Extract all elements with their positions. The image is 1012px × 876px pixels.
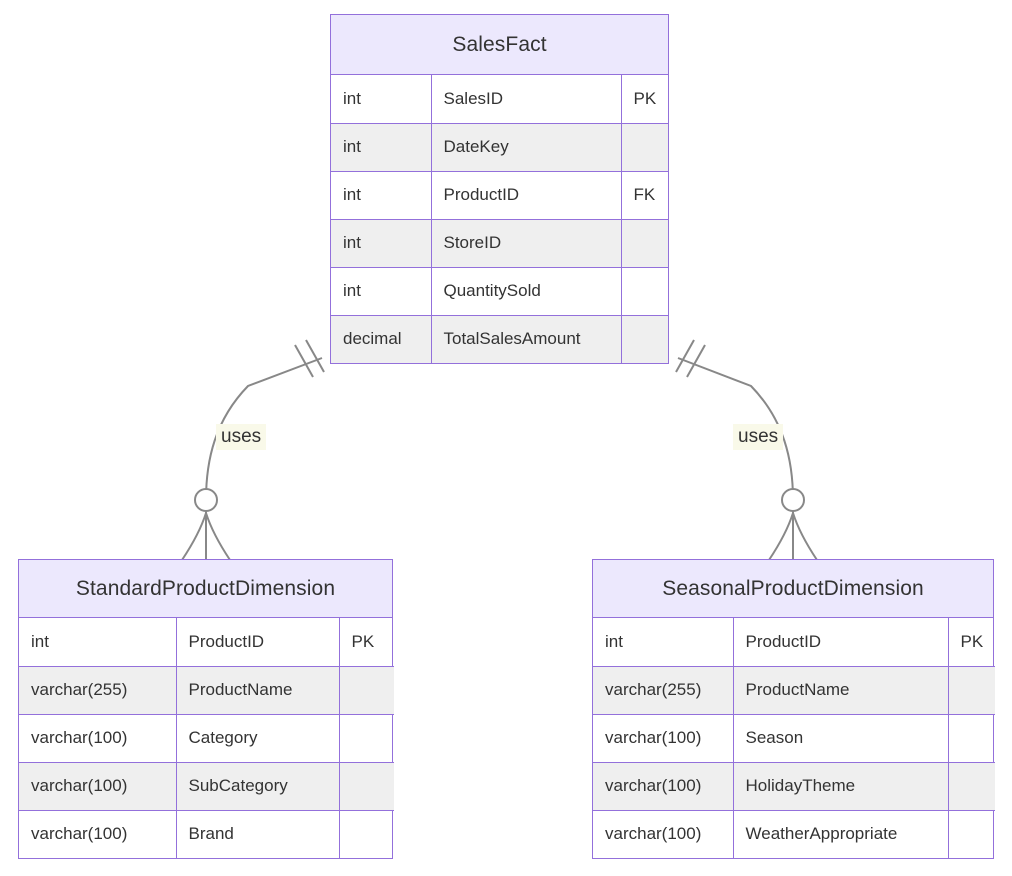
attribute-type: int bbox=[331, 171, 432, 220]
attribute-key bbox=[620, 219, 668, 268]
cardinality-zero-circle-right bbox=[781, 488, 805, 512]
attribute-type: int bbox=[331, 75, 432, 124]
attribute-name: StoreID bbox=[430, 219, 622, 268]
attribute-name: SubCategory bbox=[175, 762, 340, 811]
crowsfoot-left-prong-left bbox=[181, 512, 207, 561]
entity-title-seasonal-product-dimension: SeasonalProductDimension bbox=[593, 560, 993, 618]
attribute-type: varchar(100) bbox=[593, 762, 734, 811]
attribute-type: varchar(100) bbox=[593, 714, 734, 763]
crowsfoot-right-prong-right bbox=[792, 512, 818, 561]
attribute-type: int bbox=[19, 618, 177, 667]
cardinality-one-tick-b-left bbox=[305, 339, 325, 373]
attribute-key bbox=[338, 762, 394, 811]
attribute-type: varchar(100) bbox=[19, 714, 177, 763]
attribute-key bbox=[947, 666, 995, 715]
attribute-name: Brand bbox=[175, 810, 340, 858]
attribute-name: ProductID bbox=[430, 171, 622, 220]
crowsfoot-left-prong-right bbox=[768, 512, 794, 561]
cardinality-one-tick-a-left bbox=[294, 344, 314, 378]
attribute-name: QuantitySold bbox=[430, 267, 622, 316]
attribute-name: ProductName bbox=[732, 666, 949, 715]
attribute-key bbox=[338, 714, 394, 763]
attribute-row: varchar(100)SubCategory bbox=[19, 762, 394, 811]
attribute-name: WeatherAppropriate bbox=[732, 810, 949, 858]
attribute-row: varchar(255)ProductName bbox=[593, 666, 995, 715]
attribute-key bbox=[620, 315, 668, 363]
attribute-name: ProductID bbox=[732, 618, 949, 667]
attribute-type: varchar(255) bbox=[19, 666, 177, 715]
attribute-row: varchar(255)ProductName bbox=[19, 666, 394, 715]
attribute-key bbox=[338, 666, 394, 715]
cardinality-zero-circle-left bbox=[194, 488, 218, 512]
relationship-sales-to-standard[interactable] bbox=[181, 339, 325, 561]
attribute-name: Season bbox=[732, 714, 949, 763]
cardinality-one-tick-b-right bbox=[675, 339, 695, 373]
attribute-type: int bbox=[593, 618, 734, 667]
attribute-key: PK bbox=[947, 618, 995, 667]
attribute-name: TotalSalesAmount bbox=[430, 315, 622, 363]
relationship-label-sales-to-standard: uses bbox=[216, 424, 267, 450]
attribute-type: varchar(100) bbox=[19, 810, 177, 858]
relationship-label-sales-to-seasonal: uses bbox=[733, 424, 784, 450]
attribute-name: ProductID bbox=[175, 618, 340, 667]
attribute-row: varchar(100)Season bbox=[593, 714, 995, 763]
attribute-key: PK bbox=[338, 618, 394, 667]
attribute-type: int bbox=[331, 267, 432, 316]
attribute-key bbox=[338, 810, 394, 858]
attribute-name: SalesID bbox=[430, 75, 622, 124]
attribute-row: varchar(100)WeatherAppropriate bbox=[593, 810, 995, 858]
relationship-sales-to-seasonal[interactable] bbox=[675, 339, 818, 561]
attribute-name: Category bbox=[175, 714, 340, 763]
attribute-row: varchar(100)HolidayTheme bbox=[593, 762, 995, 811]
attribute-key: FK bbox=[620, 171, 668, 220]
attribute-key bbox=[947, 810, 995, 858]
attribute-type: varchar(100) bbox=[19, 762, 177, 811]
attribute-row: varchar(100)Category bbox=[19, 714, 394, 763]
attribute-key bbox=[620, 123, 668, 172]
attribute-type: int bbox=[331, 219, 432, 268]
attribute-type: varchar(255) bbox=[593, 666, 734, 715]
attribute-key: PK bbox=[620, 75, 668, 124]
entity-title-standard-product-dimension: StandardProductDimension bbox=[19, 560, 392, 618]
cardinality-one-tick-a-right bbox=[686, 344, 706, 378]
attribute-name: DateKey bbox=[430, 123, 622, 172]
attribute-key bbox=[620, 267, 668, 316]
attribute-name: HolidayTheme bbox=[732, 762, 949, 811]
attribute-name: ProductName bbox=[175, 666, 340, 715]
attribute-type: int bbox=[331, 123, 432, 172]
attribute-key bbox=[947, 762, 995, 811]
entity-title-sales-fact: SalesFact bbox=[331, 15, 668, 75]
attribute-row: varchar(100)Brand bbox=[19, 810, 394, 858]
attribute-type: varchar(100) bbox=[593, 810, 734, 858]
crowsfoot-right-prong-left bbox=[205, 512, 231, 561]
attribute-key bbox=[947, 714, 995, 763]
attribute-type: decimal bbox=[331, 315, 432, 363]
